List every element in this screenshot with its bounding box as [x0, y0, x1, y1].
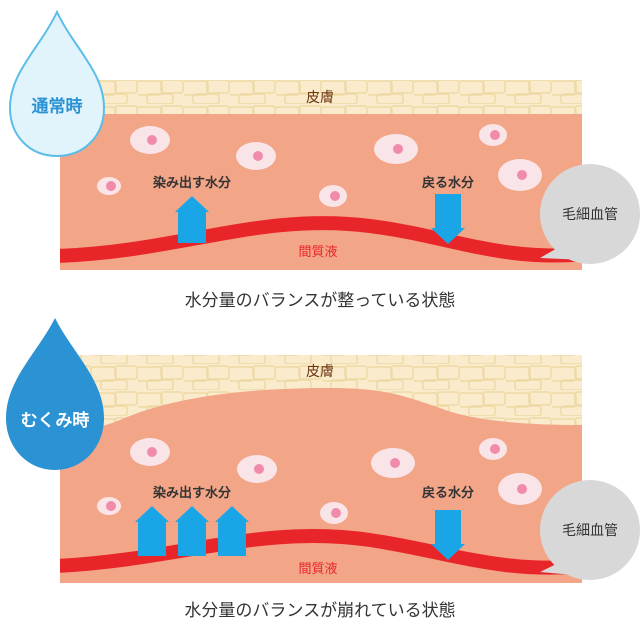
- normal-vessel-bubble: 毛細血管: [540, 164, 640, 264]
- swollen-panel: [60, 355, 582, 583]
- normal-skin-label: 皮膚: [306, 90, 334, 106]
- swollen-vessel-bubble: 毛細血管: [540, 480, 640, 580]
- tissue-cell: [320, 502, 348, 524]
- swollen-skin-label: 皮膚: [306, 364, 334, 380]
- normal-return-label: 戻る水分: [421, 175, 474, 191]
- normal-capillary: [60, 216, 582, 263]
- normal-panel: [60, 80, 582, 270]
- vessel-label: 毛細血管: [562, 207, 618, 223]
- swollen-skin-layer: [60, 355, 582, 432]
- tissue-cell: [479, 124, 507, 146]
- tissue-cell: [236, 142, 276, 170]
- tissue-cell: [374, 134, 418, 164]
- swollen-drop-icon: [6, 318, 104, 470]
- tissue-cell: [97, 497, 121, 515]
- outflow-arrow: [215, 506, 249, 556]
- tissue-cell: [130, 126, 170, 154]
- normal-fluid-label: 間質液: [298, 245, 337, 260]
- outflow-arrow: [175, 506, 209, 556]
- tissue-cell: [237, 455, 277, 483]
- return-arrow: [431, 510, 465, 560]
- normal-badge: 通常時: [32, 96, 83, 117]
- normal-caption: 水分量のバランスが整っている状態: [185, 291, 456, 311]
- tissue-cell: [498, 159, 542, 191]
- tissue-cell: [479, 438, 507, 460]
- outflow-arrow: [135, 506, 169, 556]
- return-arrow: [431, 194, 465, 244]
- swollen-return-label: 戻る水分: [421, 485, 474, 501]
- tissue-cell: [498, 473, 542, 505]
- normal-skin-layer: [60, 80, 582, 114]
- swollen-badge: むくみ時: [21, 410, 90, 431]
- swollen-caption: 水分量のバランスが崩れている状態: [184, 601, 455, 621]
- normal-outflow-label: 染み出す水分: [152, 175, 231, 191]
- tissue-cell: [371, 448, 415, 478]
- swollen-fluid-label: 間質液: [298, 562, 337, 577]
- tissue-cell: [97, 177, 121, 195]
- vessel-label: 毛細血管: [562, 523, 618, 539]
- tissue-cell: [319, 185, 347, 207]
- tissue-cell: [130, 438, 170, 466]
- outflow-arrow: [175, 196, 209, 243]
- normal-drop-icon: [8, 9, 106, 158]
- swollen-outflow-label: 染み出す水分: [152, 485, 231, 501]
